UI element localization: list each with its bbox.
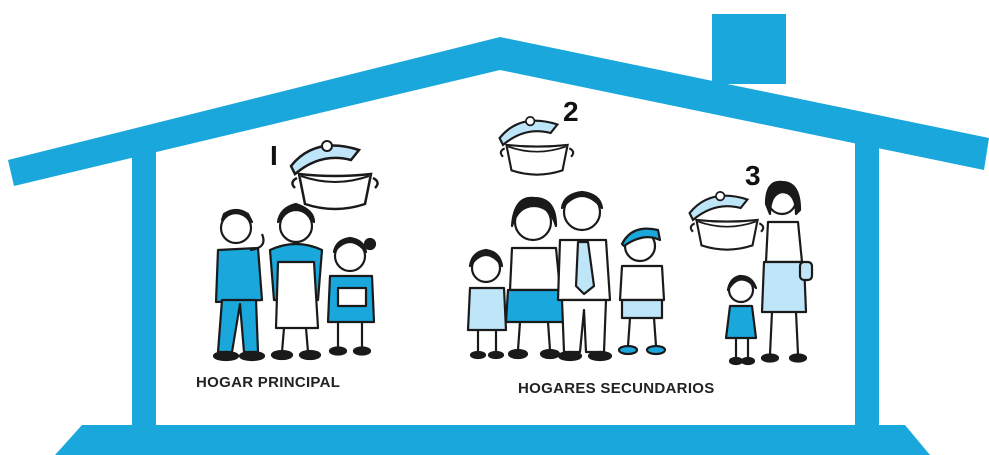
man-figure [212, 208, 266, 362]
small-girl-figure [466, 248, 508, 360]
main-household-family [212, 202, 377, 362]
pot-number-1: I [270, 140, 278, 171]
roof [8, 37, 989, 186]
girl-figure [326, 236, 377, 356]
house-icon [8, 14, 989, 455]
mother-figure [504, 196, 566, 360]
secondary-households-caption: HOGARES SECUNDARIOS [518, 380, 715, 397]
secondary-household-family-2 [466, 190, 667, 362]
floor [55, 425, 930, 455]
pot-number-2: 2 [563, 96, 579, 127]
father-figure [556, 190, 613, 362]
left-wall [132, 138, 156, 438]
cooking-pot-icon-3 [688, 190, 765, 251]
boy-figure [617, 227, 667, 356]
small-girl-figure-2 [724, 274, 758, 366]
cooking-pot-icon-2 [498, 115, 575, 176]
cooking-pot-icon-1 [289, 140, 379, 211]
secondary-household-family-3 [724, 180, 814, 366]
right-wall [855, 122, 879, 438]
chimney [712, 14, 786, 84]
woman-figure [268, 202, 324, 361]
young-woman-figure [760, 180, 814, 363]
pot-number-3: 3 [745, 160, 761, 191]
main-household-caption: HOGAR PRINCIPAL [196, 374, 341, 391]
